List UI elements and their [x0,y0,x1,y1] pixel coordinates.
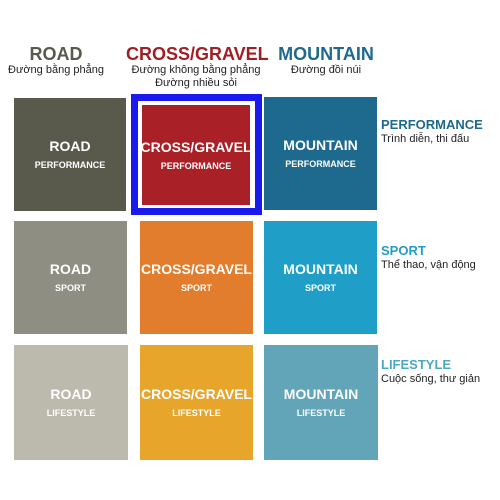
cell-title: MOUNTAIN [283,261,358,277]
cell-label: LIFESTYLE [296,408,346,418]
cell-label: SPORT [180,283,212,293]
cell-title: ROAD [49,261,92,277]
cell-mountain-lifestyle: MOUNTAIN LIFESTYLE [264,345,378,460]
cell-label: PERFORMANCE [34,160,106,170]
column-title-road: ROAD [29,44,83,64]
column-header-mountain: MOUNTAIN Đường đồi núi [256,44,396,77]
cell-cross-gravel-sport: CROSS/GRAVEL SPORT [140,221,253,334]
cell-road-lifestyle: ROAD LIFESTYLE [14,345,128,460]
cell-label: LIFESTYLE [172,408,221,418]
column-subtitle-cross-gravel: Đường không bằng phẳng [131,64,261,76]
column-subtitle2-cross-gravel: Đường nhiều sỏi [155,77,237,89]
column-subtitle-mountain: Đường đồi núi [290,64,362,76]
row-title-performance: PERFORMANCE [381,117,483,132]
cell-title: CROSS/GRAVEL [141,261,252,277]
cell-road-sport: ROAD SPORT [14,221,127,334]
cell-cross-gravel-performance: CROSS/GRAVEL PERFORMANCE [140,105,252,205]
cell-title: CROSS/GRAVEL [141,386,252,402]
cell-label: SPORT [54,283,86,293]
row-title-lifestyle: LIFESTYLE [381,357,452,372]
cell-mountain-performance: MOUNTAIN PERFORMANCE [264,97,377,210]
row-header-performance: PERFORMANCE Trình diễn, thi đấu [381,117,483,146]
cell-title: ROAD [50,386,92,402]
row-title-sport: SPORT [381,243,426,258]
row-subtitle-performance: Trình diễn, thi đấu [381,133,470,145]
cell-label: PERFORMANCE [285,159,356,169]
row-header-sport: SPORT Thể thao, vận động [381,243,476,272]
column-title-mountain: MOUNTAIN [278,44,374,64]
row-header-lifestyle: LIFESTYLE Cuộc sống, thư giản [381,357,480,386]
row-subtitle-lifestyle: Cuộc sống, thư giản [381,373,481,385]
selection-highlight [131,94,262,215]
cell-cross-gravel-lifestyle: CROSS/GRAVEL LIFESTYLE [140,345,253,460]
cell-title: MOUNTAIN [283,386,359,402]
row-subtitle-sport: Thể thao, vận động [381,259,476,271]
cell-title: ROAD [49,138,91,154]
column-title-cross-gravel: CROSS/GRAVEL [126,44,269,64]
cell-title: CROSS/GRAVEL [140,138,252,155]
cell-label: LIFESTYLE [46,408,96,418]
cell-road-performance: ROAD PERFORMANCE [14,98,126,211]
cell-label: SPORT [304,283,336,293]
cell-mountain-sport: MOUNTAIN SPORT [264,221,377,334]
column-subtitle-road: Đường bằng phẳng [8,64,104,76]
column-header-road: ROAD Đường bằng phẳng [0,44,126,77]
cell-label: PERFORMANCE [160,160,232,171]
cell-title: MOUNTAIN [283,137,358,153]
column-header-cross-gravel: CROSS/GRAVEL Đường không bằng phẳng Đườn… [126,44,269,90]
